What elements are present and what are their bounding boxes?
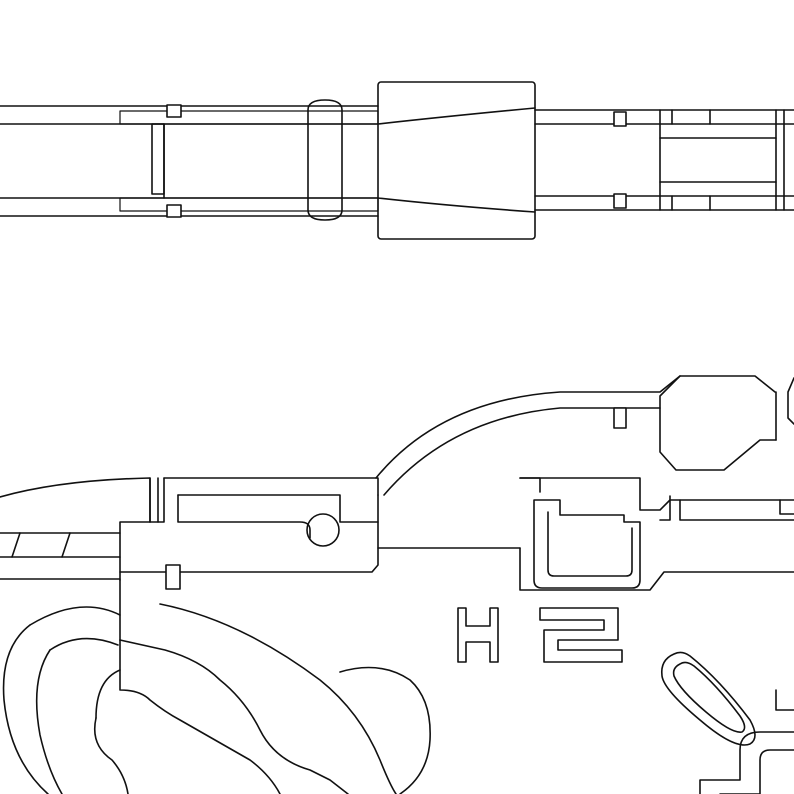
side-view-lower-body bbox=[119, 547, 379, 641]
side-view-grip bbox=[2, 603, 431, 794]
side-view-stock-top bbox=[377, 375, 794, 549]
top-view-barrel-section bbox=[119, 104, 379, 218]
side-view-upper-body bbox=[119, 375, 776, 581]
side-view-magazine-well bbox=[519, 499, 794, 591]
top-view-rear-section bbox=[613, 109, 785, 211]
top-view-receiver-block bbox=[377, 81, 536, 240]
side-view-trigger-guard bbox=[660, 651, 794, 794]
top-view-band bbox=[307, 99, 343, 221]
side-view-muzzle bbox=[0, 477, 159, 580]
side-view-marking-h2: H2 bbox=[457, 607, 623, 663]
top-view bbox=[0, 81, 794, 240]
